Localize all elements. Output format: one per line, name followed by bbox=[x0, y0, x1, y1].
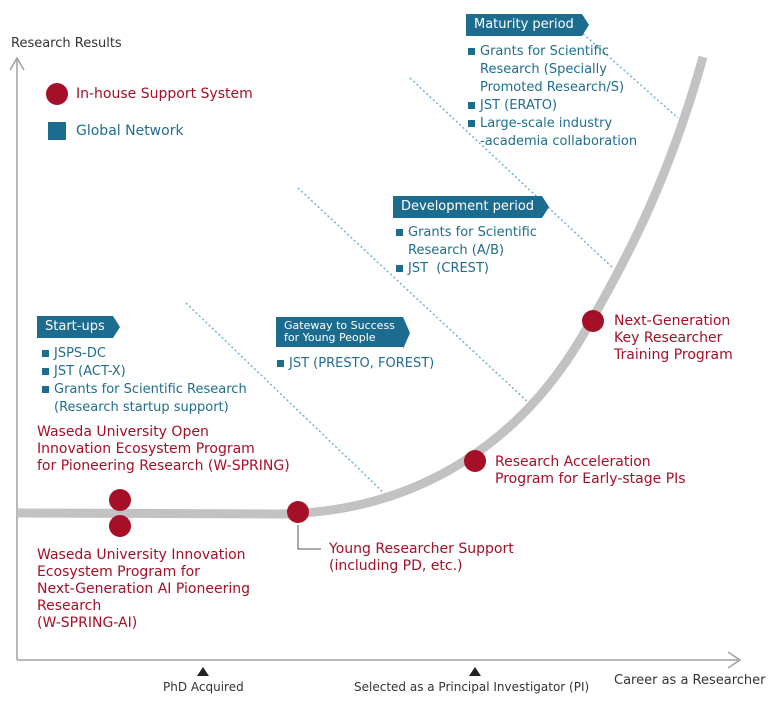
maturity-list: Grants for Scientific Research (Speciall… bbox=[468, 43, 637, 151]
gateway-tag-line2: for Young People bbox=[284, 331, 376, 344]
w-spring-ai-line: Next-Generation AI Pioneering bbox=[37, 581, 250, 598]
phd-label: PhD Acquired bbox=[163, 680, 244, 694]
development-item: Grants for Scientific Research (A/B) bbox=[396, 224, 537, 260]
maturity-item: JST (ERATO) bbox=[468, 97, 637, 115]
w-spring-ai-label: Waseda University Innovation Ecosystem P… bbox=[37, 547, 250, 632]
next-gen-line: Training Program bbox=[614, 347, 733, 364]
gateway-item: JST (PRESTO, FOREST) bbox=[277, 355, 434, 373]
w-spring-ai-line: Ecosystem Program for bbox=[37, 564, 200, 581]
next-gen-line: Next-Generation bbox=[614, 313, 731, 329]
startups-item: JSPS-DC bbox=[42, 345, 247, 363]
young-support-label: Young Researcher Support (including PD, … bbox=[329, 541, 514, 575]
y-axis-label: Research Results bbox=[11, 36, 122, 51]
gateway-tag: Gateway to Success for Young People bbox=[276, 317, 410, 349]
development-tag: Development period bbox=[393, 196, 550, 218]
w-spring-line: Innovation Ecosystem Program bbox=[37, 441, 255, 458]
w-spring-ai-line: Research bbox=[37, 598, 102, 615]
guide-line-gateway bbox=[297, 187, 531, 405]
w-spring-label: Waseda University Open Innovation Ecosys… bbox=[37, 424, 290, 475]
x-axis-arrow bbox=[727, 651, 742, 669]
gateway-tag-line1: Gateway to Success bbox=[284, 319, 395, 332]
next-gen-line: Key Researcher bbox=[614, 330, 723, 347]
w-spring-dot bbox=[109, 489, 131, 511]
startups-item: JST (ACT-X) bbox=[42, 363, 247, 381]
in-house-legend-icon bbox=[46, 83, 68, 105]
next-gen-dot bbox=[582, 310, 604, 332]
acceleration-line: Program for Early-stage PIs bbox=[495, 471, 686, 488]
maturity-tag: Maturity period bbox=[466, 14, 589, 36]
pi-label: Selected as a Principal Investigator (PI… bbox=[354, 680, 590, 694]
w-spring-ai-dot bbox=[109, 515, 131, 537]
global-legend-icon bbox=[48, 122, 66, 140]
startups-list: JSPS-DC JST (ACT-X) Grants for Scientifi… bbox=[42, 345, 247, 417]
development-item: JST (CREST) bbox=[396, 260, 537, 278]
young-support-dot bbox=[287, 501, 309, 523]
next-gen-label: Next-Generation Key Researcher Training … bbox=[614, 313, 733, 364]
young-support-leader bbox=[297, 525, 321, 550]
guide-line-startups bbox=[185, 302, 386, 495]
gateway-list: JST (PRESTO, FOREST) bbox=[277, 355, 434, 373]
acceleration-line: Research Acceleration bbox=[495, 454, 651, 470]
guide-line-maturity bbox=[572, 24, 679, 119]
guide-line-development bbox=[409, 77, 614, 269]
startups-item: Grants for Scientific Research (Research… bbox=[42, 381, 247, 417]
maturity-item: Grants for Scientific Research (Speciall… bbox=[468, 43, 637, 97]
pi-marker-icon bbox=[469, 667, 481, 676]
maturity-item: Large-scale industry -academia collabora… bbox=[468, 115, 637, 151]
acceleration-dot bbox=[464, 450, 486, 472]
growth-curve bbox=[16, 55, 708, 519]
young-support-line: Young Researcher Support bbox=[329, 541, 514, 557]
w-spring-ai-line: (W-SPRING-AI) bbox=[37, 615, 138, 632]
young-support-line: (including PD, etc.) bbox=[329, 558, 463, 575]
x-axis-label: Career as a Researcher bbox=[614, 673, 766, 688]
global-legend-label: Global Network bbox=[76, 123, 184, 139]
acceleration-label: Research Acceleration Program for Early-… bbox=[495, 454, 686, 488]
development-list: Grants for Scientific Research (A/B) JST… bbox=[396, 224, 537, 278]
in-house-legend-label: In-house Support System bbox=[76, 86, 253, 102]
w-spring-line: Waseda University Open bbox=[37, 424, 209, 440]
w-spring-ai-line: Waseda University Innovation bbox=[37, 547, 246, 563]
w-spring-line: for Pioneering Research (W-SPRING) bbox=[37, 458, 290, 475]
phd-marker-icon bbox=[197, 667, 209, 676]
y-axis-arrow bbox=[9, 56, 25, 71]
startups-tag: Start-ups bbox=[37, 316, 120, 338]
